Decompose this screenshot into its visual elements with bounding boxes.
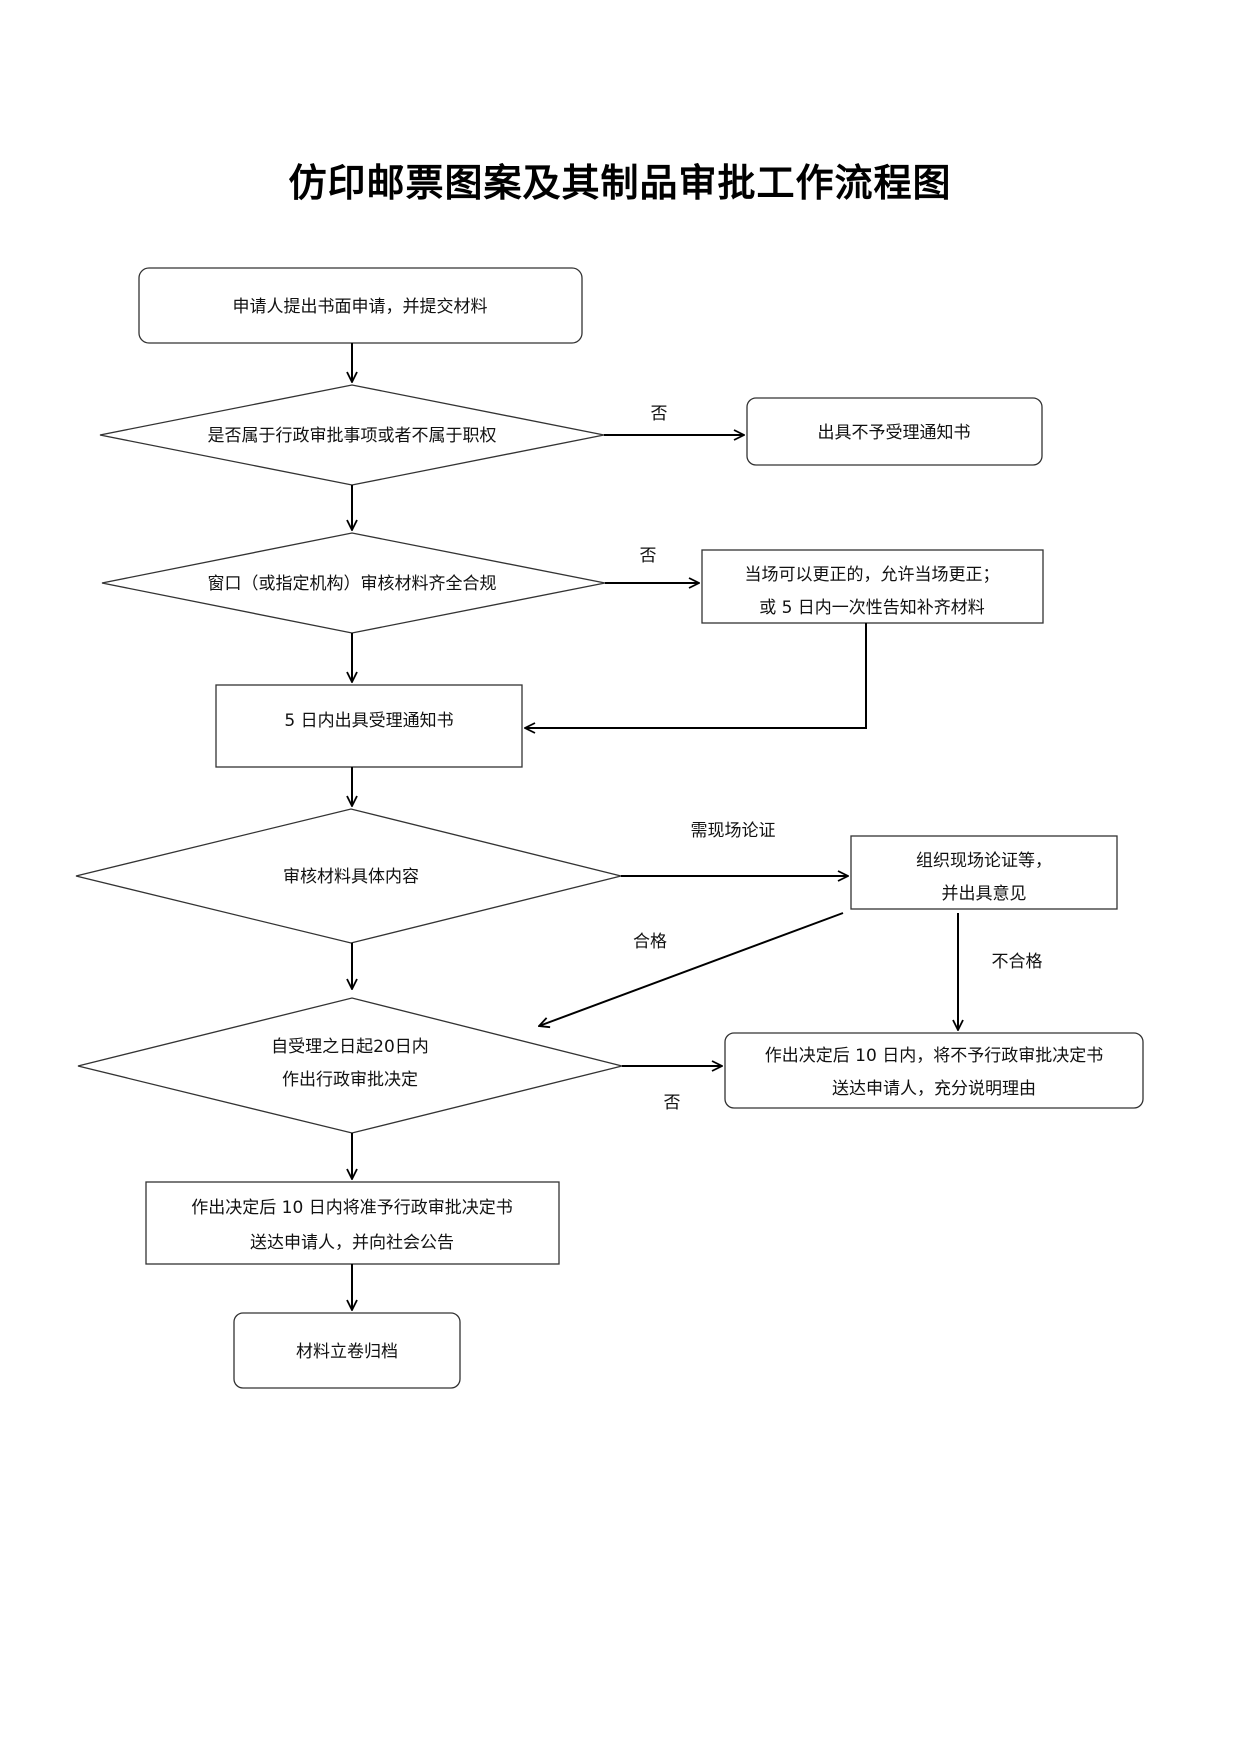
start-node: 申请人提出书面申请，并提交材料 (138, 267, 583, 344)
edge-label-no-3: 否 (664, 1093, 681, 1113)
accept-notice-label: 5 日内出具受理通知书 (284, 711, 453, 731)
archive-node: 材料立卷归档 (233, 1312, 461, 1389)
deny-line2: 送达申请人，充分说明理由 (832, 1079, 1036, 1099)
decision-review-content-label: 审核材料具体内容 (283, 867, 419, 887)
onsite-review-node: 组织现场论证等， 并出具意见 (850, 835, 1118, 910)
decision-materials-complete-label: 窗口（或指定机构）审核材料齐全合规 (208, 574, 497, 594)
decision-authority: 是否属于行政审批事项或者不属于职权 (99, 384, 605, 486)
arrow-onsite-to-d4 (539, 912, 844, 1026)
decision-20-days: 自受理之日起20日内 作出行政审批决定 (77, 997, 623, 1134)
decision-materials-complete: 窗口（或指定机构）审核材料齐全合规 (101, 532, 606, 634)
approve-line1: 作出决定后 10 日内将准予行政审批决定书 (191, 1198, 512, 1218)
correction-node: 当场可以更正的，允许当场更正； 或 5 日内一次性告知补齐材料 (701, 549, 1044, 624)
edge-label-no-1: 否 (651, 404, 668, 424)
edge-label-unqualified: 不合格 (992, 952, 1043, 972)
decision-20-days-line2: 作出行政审批决定 (282, 1070, 418, 1090)
reject-notice-node: 出具不予受理通知书 (746, 397, 1043, 466)
decision-authority-label: 是否属于行政审批事项或者不属于职权 (208, 426, 497, 446)
onsite-line1: 组织现场论证等， (916, 851, 1052, 871)
deny-decision-node: 作出决定后 10 日内，将不予行政审批决定书 送达申请人，充分说明理由 (724, 1032, 1144, 1109)
decision-20-days-line1: 自受理之日起20日内 (271, 1037, 429, 1057)
archive-label: 材料立卷归档 (296, 1342, 398, 1362)
decision-review-content: 审核材料具体内容 (75, 808, 622, 944)
deny-line1: 作出决定后 10 日内，将不予行政审批决定书 (765, 1046, 1103, 1066)
page-title: 仿印邮票图案及其制品审批工作流程图 (288, 160, 952, 205)
start-node-label: 申请人提出书面申请，并提交材料 (233, 297, 488, 317)
edge-label-qualified: 合格 (633, 932, 667, 952)
correction-line2: 或 5 日内一次性告知补齐材料 (759, 598, 985, 618)
arrow-correction-to-accept (525, 623, 867, 728)
edge-label-no-2: 否 (640, 546, 657, 566)
correction-line1: 当场可以更正的，允许当场更正； (745, 565, 1000, 585)
accept-notice-node: 5 日内出具受理通知书 (215, 684, 523, 768)
reject-notice-label: 出具不予受理通知书 (818, 423, 971, 443)
approve-decision-node: 作出决定后 10 日内将准予行政审批决定书 送达申请人，并向社会公告 (145, 1181, 560, 1265)
approve-line2: 送达申请人，并向社会公告 (250, 1233, 454, 1253)
edge-label-need-onsite: 需现场论证 (691, 821, 776, 841)
onsite-line2: 并出具意见 (942, 884, 1027, 904)
